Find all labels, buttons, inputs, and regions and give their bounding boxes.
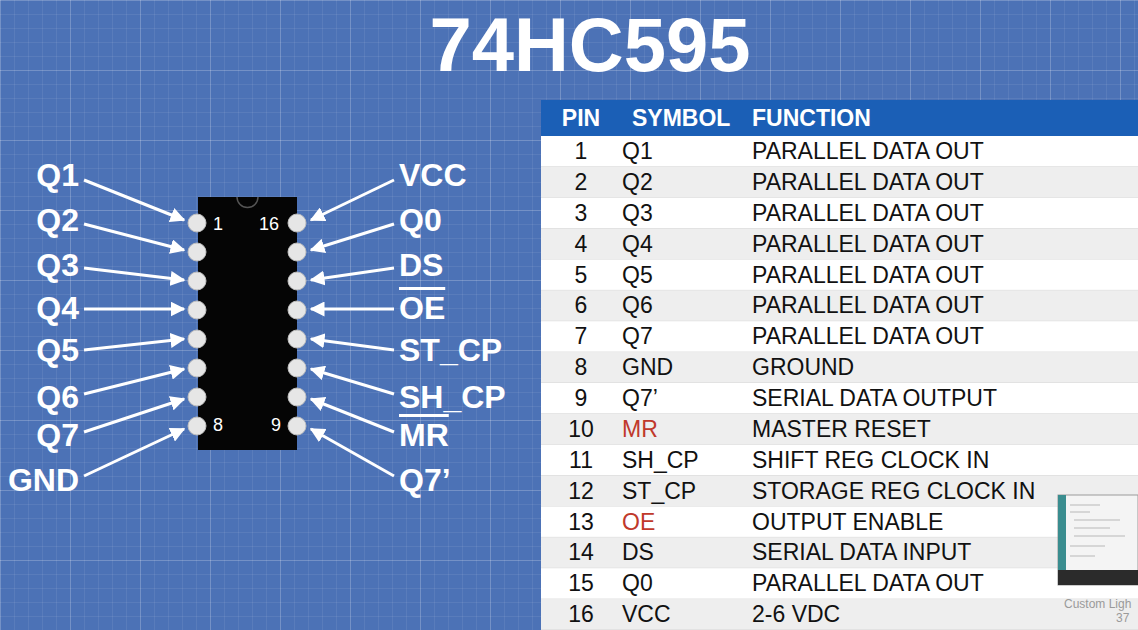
chip-body [186,197,309,450]
symbol-cell: Q4 [622,229,653,260]
pin-label: Q1 [36,157,79,193]
symbol-cell: DS [622,537,654,568]
pin-number-cell: 10 [541,414,621,445]
pin-number-cell: 7 [541,321,621,352]
title: 74HC595 [0,2,1138,88]
pin-label: Q0 [399,202,442,238]
function-cell: PARALLEL DATA OUT [752,260,984,291]
pin-label: DS [399,247,443,283]
function-cell: PARALLEL DATA OUT [752,290,984,321]
symbol-cell: Q3 [622,198,653,229]
watermark: Custom Ligh [1064,597,1131,611]
video-thumbnail [1058,495,1138,585]
table-header: SYMBOL [632,100,742,136]
pin-number-cell: 12 [541,476,621,507]
pin-number: 8 [206,415,230,435]
pin-number: 9 [264,415,288,435]
function-cell: PARALLEL DATA OUT [752,198,984,229]
symbol-cell: MR [622,414,658,445]
pin-label: SH_CP [399,379,506,415]
pin-label: Q4 [36,290,79,326]
function-cell: SERIAL DATA OUTPUT [752,383,997,414]
pin-number: 16 [252,214,286,234]
function-cell: PARALLEL DATA OUT [752,568,984,599]
function-cell: STORAGE REG CLOCK IN [752,476,1035,507]
pin-number-cell: 15 [541,568,621,599]
symbol-cell: GND [622,352,673,383]
table-header: PIN [541,100,621,136]
pin-label: MR [399,417,449,453]
function-cell: SERIAL DATA INPUT [752,537,971,568]
symbol-cell: Q7’ [622,383,658,414]
function-cell: MASTER RESET [752,414,931,445]
pin-number-cell: 4 [541,229,621,260]
pin-label: Q5 [36,332,79,368]
table-header: FUNCTION [752,100,1138,136]
pin-number-cell: 11 [541,445,621,476]
watermark: 37 [1116,611,1129,625]
pin-number: 1 [206,214,230,234]
pin-number-cell: 6 [541,290,621,321]
pin-number-cell: 5 [541,260,621,291]
pin-label: Q7’ [399,462,451,498]
pin-label: GND [8,462,79,498]
pin-label: OE [399,290,445,326]
pin-number-cell: 13 [541,507,621,538]
pin-label: Q6 [36,379,79,415]
symbol-cell: SH_CP [622,445,699,476]
pin-label: ST_CP [399,332,502,368]
table-background [541,100,1138,630]
function-cell: PARALLEL DATA OUT [752,229,984,260]
symbol-cell: Q2 [622,167,653,198]
pin-label: Q7 [36,417,79,453]
function-cell: PARALLEL DATA OUT [752,136,984,167]
pin-number-cell: 3 [541,198,621,229]
pin-number-cell: 16 [541,599,621,630]
pin-number-cell: 14 [541,537,621,568]
symbol-cell: Q0 [622,568,653,599]
pin-label: VCC [399,157,467,193]
symbol-cell: Q6 [622,290,653,321]
ic-chip: 1 16 8 9 [186,197,309,450]
pin-number-cell: 1 [541,136,621,167]
function-cell: GROUND [752,352,854,383]
function-cell: PARALLEL DATA OUT [752,167,984,198]
symbol-cell: Q1 [622,136,653,167]
function-cell: 2-6 VDC [752,599,840,630]
pin-number-cell: 8 [541,352,621,383]
pin-label: Q2 [36,202,79,238]
pin-leader-lines [84,180,394,476]
symbol-cell: Q7 [622,321,653,352]
pin-label: Q3 [36,247,79,283]
function-cell: SHIFT REG CLOCK IN [752,445,989,476]
pin-number-cell: 9 [541,383,621,414]
symbol-cell: Q5 [622,260,653,291]
function-cell: OUTPUT ENABLE [752,507,943,538]
symbol-cell: OE [622,507,655,538]
symbol-cell: VCC [622,599,671,630]
symbol-cell: ST_CP [622,476,696,507]
pin-number-cell: 2 [541,167,621,198]
function-cell: PARALLEL DATA OUT [752,321,984,352]
